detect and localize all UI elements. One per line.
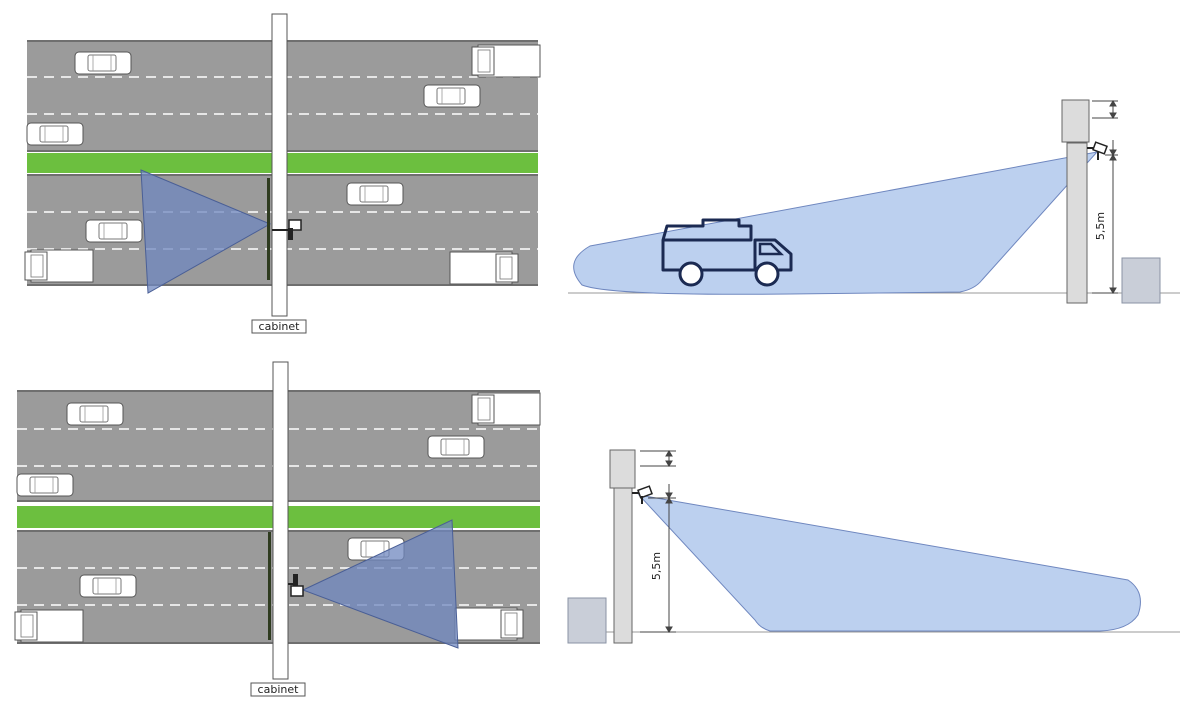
cabinet-box (609, 449, 636, 489)
cabinet-label: cabinet (259, 320, 301, 333)
side-view-upstream: 5,5m (568, 99, 1180, 304)
pole (613, 487, 633, 644)
height-label: 5,5m (650, 552, 663, 580)
gantry-base (267, 178, 270, 280)
plan-view-upstream: cabinet (24, 13, 541, 334)
camera-field-of-view (140, 169, 272, 294)
height-label: 5,5m (1094, 212, 1107, 240)
gantry-base (268, 532, 271, 640)
truck-icon (449, 251, 519, 285)
truck-icon (14, 609, 84, 643)
plan-view-downstream: cabinet (14, 361, 541, 697)
camera-icon (272, 219, 302, 240)
truck-icon (471, 392, 541, 426)
side-view-downstream: 5,5m (567, 449, 1180, 644)
pole (1066, 142, 1088, 304)
height-dimension (1092, 100, 1118, 294)
cabinet-label: cabinet (258, 683, 300, 696)
car-icon (16, 473, 74, 497)
cabinet-marker: cabinet (250, 682, 306, 697)
cabinet-marker: cabinet (251, 319, 307, 334)
car-icon (346, 182, 404, 206)
camera-field-of-view (637, 494, 1141, 632)
cabinet-box (1061, 99, 1090, 143)
camera-icon (1087, 141, 1108, 160)
camera-field-of-view (573, 151, 1099, 295)
gantry-pole (271, 13, 288, 317)
truck-icon (454, 607, 524, 641)
camera-field-of-view (301, 519, 459, 649)
camera-icon (632, 485, 653, 504)
car-icon (85, 219, 143, 243)
car-icon (79, 574, 137, 598)
car-icon (26, 122, 84, 146)
car-icon (74, 51, 132, 75)
camera-icon (288, 574, 304, 597)
height-dimension (640, 450, 676, 633)
cabinet-box (1121, 257, 1161, 304)
truck-icon (24, 249, 94, 283)
cabinet-box (567, 597, 607, 644)
truck-icon (471, 44, 541, 78)
car-icon (423, 84, 481, 108)
car-icon (427, 435, 485, 459)
gantry-pole (272, 361, 289, 680)
car-icon (66, 402, 124, 426)
